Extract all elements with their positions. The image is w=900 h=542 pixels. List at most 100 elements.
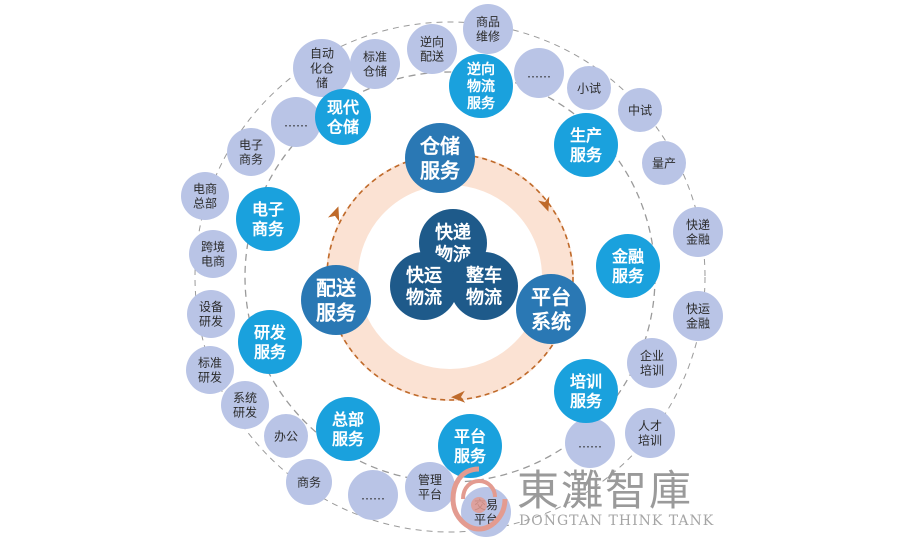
leaf-ecommerce-leaf-label: 商务 <box>239 152 263 167</box>
leaf-management-platform-circle <box>405 462 455 512</box>
service-headquarters-circle <box>316 397 380 461</box>
leaf-reverse-more-label: …… <box>527 66 551 80</box>
leaf-hq-more-circle <box>348 470 398 520</box>
service-modern-warehouse-circle <box>315 89 371 145</box>
core-truckload-logistics-label: 整车 <box>465 265 502 287</box>
primary-delivery-service-circle <box>301 265 371 335</box>
leaf-auto-warehouse-circle <box>293 39 351 97</box>
cycle-arrow-icon <box>327 206 340 222</box>
leaf-pilot-trial: 中试 <box>618 88 662 132</box>
leaf-equipment-rnd-label: 设备 <box>199 300 223 314</box>
leaf-warehouse-more: …… <box>271 97 321 147</box>
service-reverse-logistics-label: 逆向 <box>467 61 495 78</box>
leaf-standard-warehouse-label: 标准 <box>363 50 387 64</box>
leaf-system-rnd-circle <box>221 381 269 429</box>
leaf-product-repair-circle <box>463 4 513 54</box>
watermark-subtitle: DONGTAN THINK TANK <box>519 513 715 529</box>
leaf-product-repair-label: 维修 <box>476 29 500 44</box>
leaf-equipment-rnd-label: 研发 <box>199 314 223 329</box>
leaf-training-more-label: …… <box>578 436 602 450</box>
leaf-express-finance-circle <box>673 207 723 257</box>
primary-platform-system-label: 平台 <box>531 285 571 309</box>
leaf-management-platform-label: 平台 <box>418 487 442 502</box>
leaf-ecommerce-leaf-label: 电子 <box>239 138 263 152</box>
leaf-reverse-more-circle <box>514 48 564 98</box>
primary-warehouse-service-label: 仓储 <box>419 134 460 158</box>
leaf-ecommerce-leaf-circle <box>227 128 275 176</box>
cycle-arrow-icon <box>451 390 466 403</box>
leaf-reverse-delivery-label: 配送 <box>420 49 444 64</box>
primary-platform-system-circle <box>516 274 586 344</box>
leaf-freight-finance-label: 金融 <box>686 316 710 331</box>
leaf-warehouse-more-circle <box>271 97 321 147</box>
service-headquarters-label: 服务 <box>332 430 365 449</box>
service-production-label: 生产 <box>570 126 602 145</box>
watermark: 東灘智庫 DONGTAN THINK TANK <box>449 455 749 540</box>
leaf-office: 办公 <box>264 414 308 458</box>
primary-delivery-service-label: 配送 <box>316 276 357 300</box>
leaf-reverse-delivery-circle <box>407 24 457 74</box>
leaf-training-more: …… <box>565 418 615 468</box>
service-reverse-logistics-label: 服务 <box>467 95 496 112</box>
service-ecommerce-label: 电子 <box>252 200 284 219</box>
leaf-auto-warehouse-label: 自动 <box>310 47 334 61</box>
core-truckload-logistics-circle <box>450 252 518 320</box>
leaf-talent-training-circle <box>625 408 675 458</box>
leaf-training-more-circle <box>565 418 615 468</box>
leaf-express-finance-label: 金融 <box>686 232 710 247</box>
leaf-auto-warehouse-label: 储 <box>316 75 328 90</box>
leaf-cross-border-label: 跨境 <box>201 239 225 254</box>
leaf-management-platform-label: 管理 <box>418 472 442 487</box>
leaf-reverse-more: …… <box>514 48 564 98</box>
service-finance-label: 金融 <box>611 247 644 266</box>
leaf-ecommerce-hq-label: 总部 <box>193 196 217 211</box>
leaf-standard-rnd-label: 标准 <box>198 356 222 370</box>
service-reverse-logistics-label: 物流 <box>467 78 495 95</box>
service-finance-circle <box>596 234 660 298</box>
leaf-enterprise-training-label: 培训 <box>640 363 664 378</box>
leaf-business: 商务 <box>286 459 332 505</box>
leaf-ecommerce-hq-circle <box>181 172 229 220</box>
leaf-mass-production-circle <box>642 141 686 185</box>
service-headquarters-label: 总部 <box>332 410 364 429</box>
leaf-talent-training-label: 人才 <box>638 419 662 433</box>
primary-platform-system-label: 系统 <box>531 309 571 333</box>
service-platform-service-label: 平台 <box>454 427 486 446</box>
leaf-express-finance-label: 快递 <box>686 218 710 232</box>
leaf-system-rnd-label: 研发 <box>233 405 257 420</box>
leaf-warehouse-more-label: …… <box>284 115 308 129</box>
leaf-equipment-rnd-circle <box>187 290 235 338</box>
core-truckload-logistics-label: 物流 <box>466 286 502 308</box>
leaf-standard-rnd-circle <box>186 346 234 394</box>
leaf-product-repair-label: 商品 <box>476 14 500 29</box>
service-reverse-logistics-circle <box>449 54 513 118</box>
service-ecommerce-circle <box>236 187 300 251</box>
leaf-reverse-delivery-label: 逆向 <box>420 34 444 49</box>
leaf-cross-border-label: 电商 <box>201 254 225 269</box>
leaf-ecommerce-hq-label: 电商 <box>193 181 217 196</box>
service-platform-service-circle <box>438 414 502 478</box>
leaf-mass-production-label: 量产 <box>652 156 676 170</box>
leaf-freight-finance-label: 快运 <box>686 302 710 316</box>
